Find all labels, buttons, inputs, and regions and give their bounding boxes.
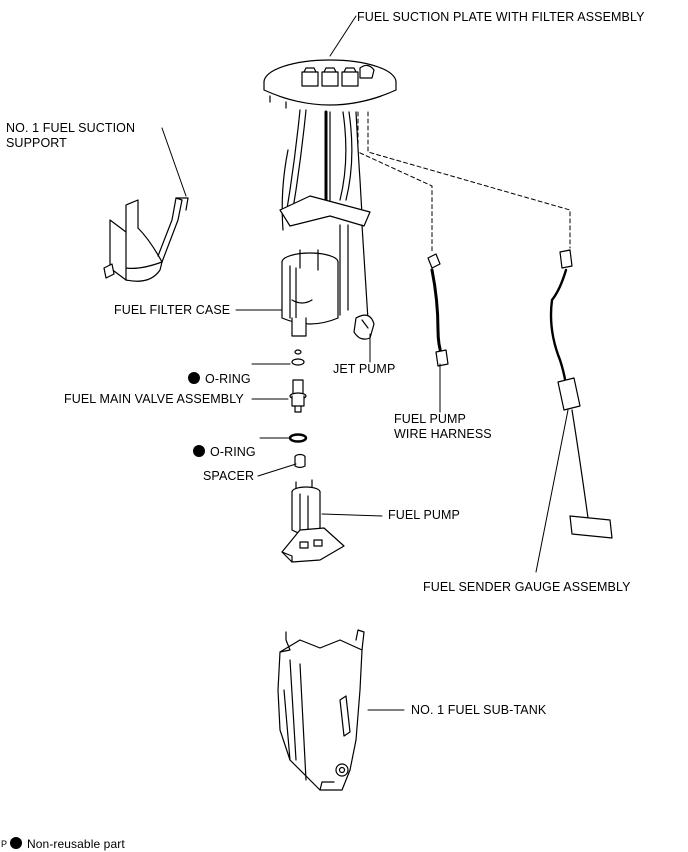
label-fuel-filter-case: FUEL FILTER CASE (114, 303, 231, 317)
o-ring-lower-drawing (288, 433, 308, 443)
label-o-ring-upper: O-RING (205, 372, 251, 386)
non-reusable-marker-icon (193, 445, 205, 457)
label-fuel-sender-gauge: FUEL SENDER GAUGE ASSEMBLY (423, 580, 631, 594)
label-spacer: SPACER (203, 469, 255, 483)
fuel-sub-tank-drawing (277, 629, 365, 791)
fuel-main-valve-drawing (289, 379, 307, 413)
label-fuel-main-valve: FUEL MAIN VALVE ASSEMBLY (64, 392, 244, 406)
non-reusable-marker-icon (188, 372, 200, 384)
fuel-suction-support-drawing (103, 197, 189, 282)
label-o-ring-lower: O-RING (210, 445, 256, 459)
connection-dashed-lines (357, 111, 571, 253)
corner-code: P (1, 839, 8, 849)
label-no1-fuel-sub-tank: NO. 1 FUEL SUB-TANK (411, 703, 547, 717)
spacer-drawing (294, 453, 306, 469)
legend-non-reusable-label: Non-reusable part (27, 837, 125, 851)
label-fuel-pump-wire-harness: FUEL PUMP WIRE HARNESS (394, 412, 492, 441)
fuel-filter-case-drawing (279, 195, 371, 337)
label-no1-fuel-suction-support: NO. 1 FUEL SUCTION SUPPORT (6, 121, 136, 150)
label-jet-pump: JET PUMP (333, 362, 396, 376)
o-ring-upper-label: O-RING (188, 357, 251, 387)
jet-pump-drawing (353, 314, 375, 340)
o-ring-upper-drawing (291, 349, 305, 366)
o-ring-lower-label: O-RING (193, 430, 256, 460)
label-fuel-pump: FUEL PUMP (388, 508, 460, 522)
label-fuel-suction-plate: FUEL SUCTION PLATE WITH FILTER ASSEMBLY (357, 10, 645, 24)
fuel-pump-drawing (281, 479, 345, 563)
fuel-pump-wire-harness-drawing (427, 253, 449, 367)
plate-tubes-drawing (281, 109, 363, 231)
fuel-suction-plate-drawing (263, 59, 397, 109)
fuel-sender-gauge-drawing (549, 249, 613, 539)
leader-lines (161, 15, 569, 711)
filled-circle-icon (10, 837, 22, 849)
legend: Non-reusable part (10, 822, 125, 852)
